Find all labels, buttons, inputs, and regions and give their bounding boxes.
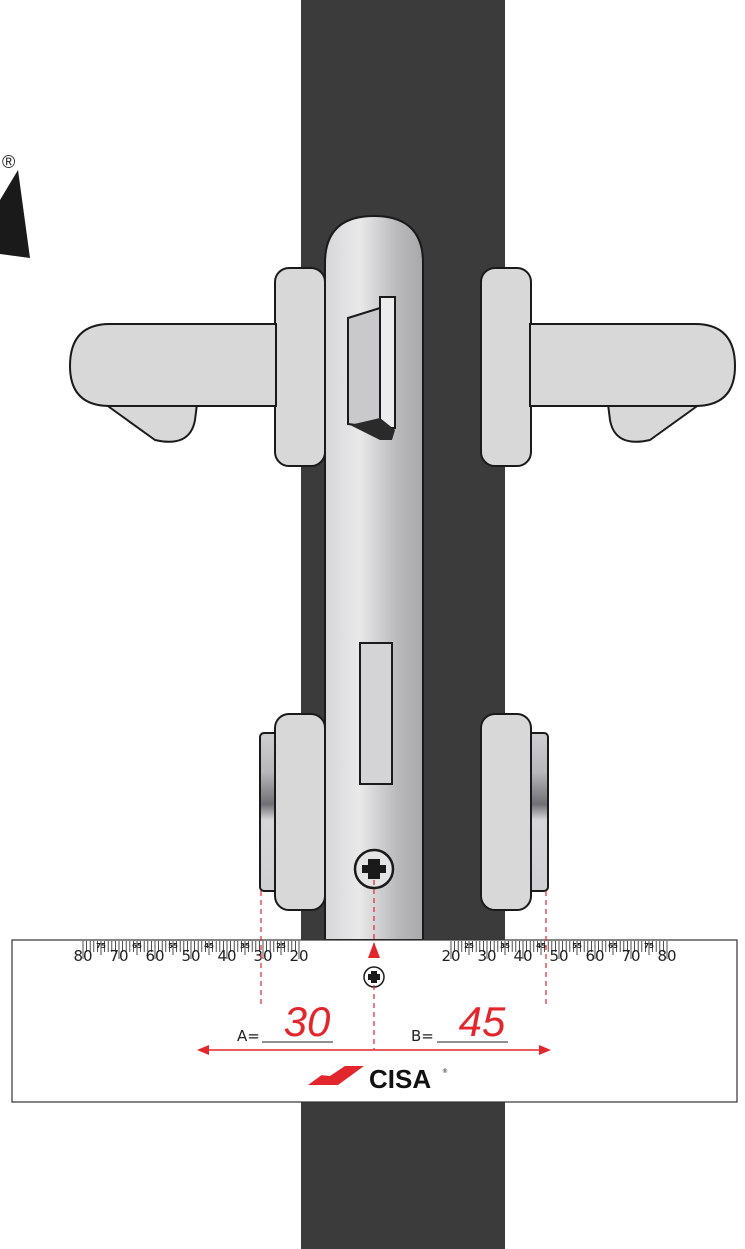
ruler-label-major: 30 xyxy=(253,947,272,965)
latch xyxy=(347,296,396,440)
cylinder-rose-right xyxy=(480,713,532,911)
ruler-label-major: 30 xyxy=(477,947,496,965)
ruler-label-major: 80 xyxy=(657,947,676,965)
ruler-label-major: 50 xyxy=(181,947,200,965)
ruler-labels-right: 20 30 40 50 60 70 80 25 35 45 55 65 75 xyxy=(441,942,676,965)
brand-name: CISA xyxy=(369,1064,431,1094)
ruler-label-minor: 65 xyxy=(608,942,618,950)
handle-left xyxy=(68,323,277,443)
value-a: 30 xyxy=(284,998,331,1045)
ruler-label-major: 60 xyxy=(145,947,164,965)
label-a: A= xyxy=(237,1027,260,1045)
ruler-label-major: 60 xyxy=(585,947,604,965)
screw-icon xyxy=(353,848,395,890)
ruler-label-major: 70 xyxy=(621,947,640,965)
cisa-logo-icon xyxy=(308,1066,364,1085)
gauge-screw-icon xyxy=(363,966,385,988)
ruler-label-minor: 35 xyxy=(240,942,250,950)
rose-left xyxy=(274,267,326,467)
ruler-label-minor: 45 xyxy=(536,942,546,950)
ruler-label-minor: 35 xyxy=(500,942,510,950)
ruler-label-major: 80 xyxy=(73,947,92,965)
cylinder-rose-left xyxy=(274,713,326,911)
ruler-label-minor: 65 xyxy=(132,942,142,950)
label-b: B= xyxy=(411,1027,434,1045)
ruler-left xyxy=(82,941,300,959)
ruler-label-minor: 45 xyxy=(204,942,214,950)
ruler-label-minor: 55 xyxy=(572,942,582,950)
ruler-label-minor: 75 xyxy=(96,942,106,950)
arrow-icon xyxy=(368,942,380,958)
ruler-label-major: 20 xyxy=(289,947,308,965)
handle-right xyxy=(529,323,737,443)
value-b: 45 xyxy=(459,998,506,1045)
ruler-labels-left: 20 30 40 50 60 70 80 25 35 45 55 65 75 xyxy=(73,942,308,965)
brand-registered: ® xyxy=(442,1068,448,1075)
ruler-right xyxy=(450,941,668,959)
ruler-label-major: 40 xyxy=(217,947,236,965)
measure-line xyxy=(197,1045,551,1055)
ruler-label-major: 50 xyxy=(549,947,568,965)
ruler-label-minor: 25 xyxy=(276,942,286,950)
brand-triangle-icon xyxy=(0,170,30,258)
registered-mark: ® xyxy=(2,152,16,172)
ruler-label-major: 40 xyxy=(513,947,532,965)
ruler-label-major: 70 xyxy=(109,947,128,965)
rose-right xyxy=(480,267,532,467)
ruler-label-minor: 55 xyxy=(168,942,178,950)
ruler-label-minor: 25 xyxy=(464,942,474,950)
bolt-slot xyxy=(359,642,393,785)
ruler-label-minor: 75 xyxy=(644,942,654,950)
ruler-label-major: 20 xyxy=(441,947,460,965)
